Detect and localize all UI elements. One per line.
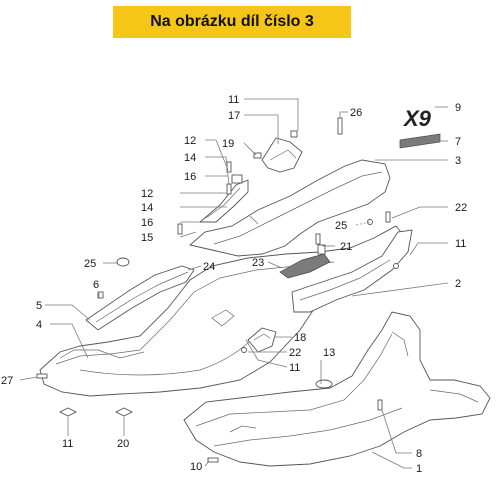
callout-label: 20 (117, 438, 129, 450)
callout-label: 10 (190, 461, 202, 473)
callout-label: 22 (289, 347, 301, 359)
callout-label: 7 (455, 136, 461, 148)
callout-label: 26 (350, 107, 362, 119)
callout-label: 11 (62, 438, 73, 450)
callout-label: 12 (141, 188, 153, 200)
callout-label: 17 (228, 110, 240, 122)
callout-label: 9 (455, 102, 461, 114)
callout-label: 8 (416, 448, 422, 460)
callout-label: 14 (184, 152, 196, 164)
part-18-plate (247, 327, 277, 353)
callout-label: 2 (455, 278, 461, 290)
banner-text: Na obrázku díl číslo 3 (150, 13, 314, 30)
callout-label: 16 (141, 217, 153, 229)
part-15-rail (198, 174, 249, 223)
part-3-rear-cover (189, 159, 391, 257)
part-17-bracket (253, 130, 303, 173)
callout-label: 13 (323, 347, 335, 359)
callout-labels: 11 17 26 9 7 12 14 19 16 3 12 14 16 15 2… (1, 94, 467, 475)
callout-label: 23 (252, 257, 264, 269)
leader-lines (19, 98, 449, 469)
callout-label: 4 (36, 319, 42, 331)
callout-label: 11 (228, 94, 239, 106)
callout-label: 12 (184, 135, 196, 147)
callout-label: 15 (141, 232, 153, 244)
callout-label: 11 (289, 362, 300, 374)
callout-label: 1 (416, 463, 422, 475)
callout-label: 11 (455, 238, 466, 250)
callout-label: 18 (294, 332, 306, 344)
callout-label: 16 (184, 171, 196, 183)
x9-logo: X9 (399, 106, 441, 149)
callout-label: 24 (203, 261, 215, 273)
part-24-side-strip (85, 257, 195, 331)
callout-label: 14 (141, 202, 153, 214)
callout-label: 27 (1, 375, 13, 387)
callout-label: 25 (335, 220, 347, 232)
callout-label: 19 (222, 138, 234, 150)
fasteners (36, 117, 399, 463)
callout-label: 6 (93, 279, 99, 291)
title-banner: Na obrázku díl číslo 3 (113, 6, 351, 38)
callout-label: 22 (455, 202, 467, 214)
callout-label: 5 (36, 300, 42, 312)
callout-label: 21 (340, 241, 352, 253)
part-2-middle-panel (291, 229, 413, 313)
part-23-block (279, 244, 331, 279)
logo-mark: X9 (402, 106, 432, 131)
callout-label: 25 (84, 258, 96, 270)
callout-label: 3 (455, 155, 461, 167)
part-1-floor-panel (183, 311, 491, 467)
